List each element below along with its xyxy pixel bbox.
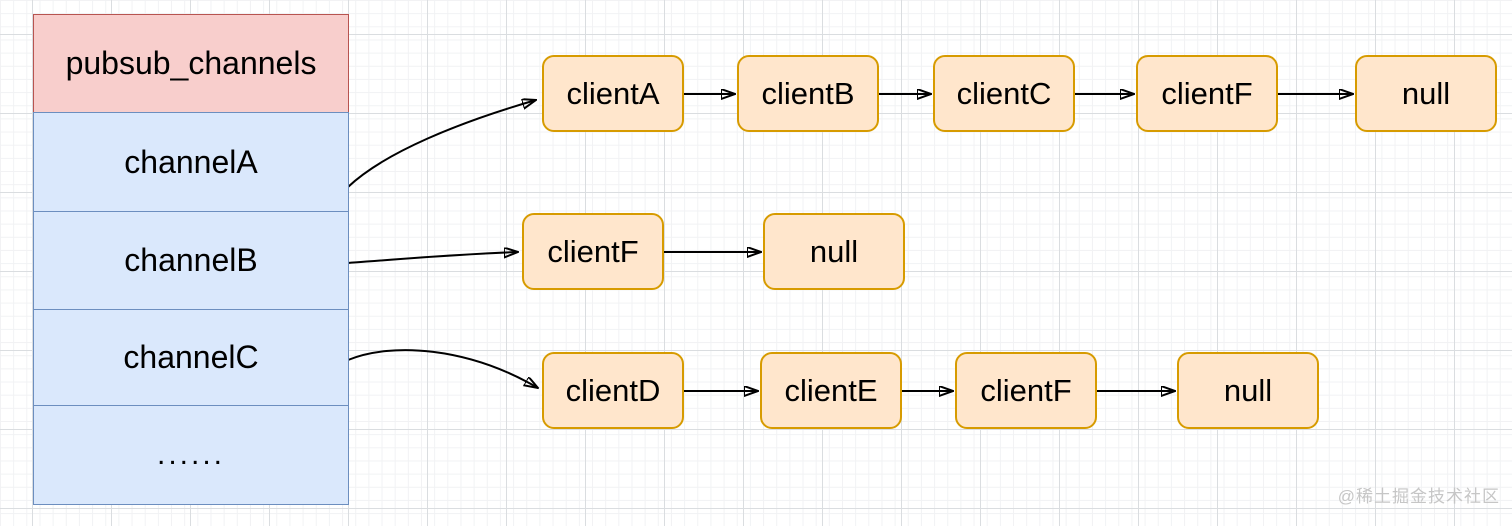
node-row3-clientD: clientD (542, 352, 684, 429)
table-header-pubsub-channels: pubsub_channels (33, 14, 349, 113)
node-row1-null: null (1355, 55, 1497, 132)
node-row1-clientA: clientA (542, 55, 684, 132)
table-cell-channelC: channelC (33, 309, 349, 406)
node-row1-clientB: clientB (737, 55, 879, 132)
node-row3-clientF: clientF (955, 352, 1097, 429)
arrow-channelC-to-clientD (347, 349, 538, 388)
node-row3-null: null (1177, 352, 1319, 429)
table-cell-ellipsis: ...... (33, 405, 349, 505)
table-cell-channelB: channelB (33, 211, 349, 310)
node-row3-clientE: clientE (760, 352, 902, 429)
pubsub-channels-table: pubsub_channels channelA channelB channe… (33, 14, 349, 505)
arrow-channelA-to-clientA (347, 100, 536, 188)
node-row2-null: null (763, 213, 905, 290)
node-row1-clientF: clientF (1136, 55, 1278, 132)
watermark: @稀土掘金技术社区 (1337, 487, 1500, 506)
arrow-channelB-to-clientF (347, 252, 518, 264)
node-row1-clientC: clientC (933, 55, 1075, 132)
node-row2-clientF: clientF (522, 213, 664, 290)
table-cell-channelA: channelA (33, 112, 349, 212)
